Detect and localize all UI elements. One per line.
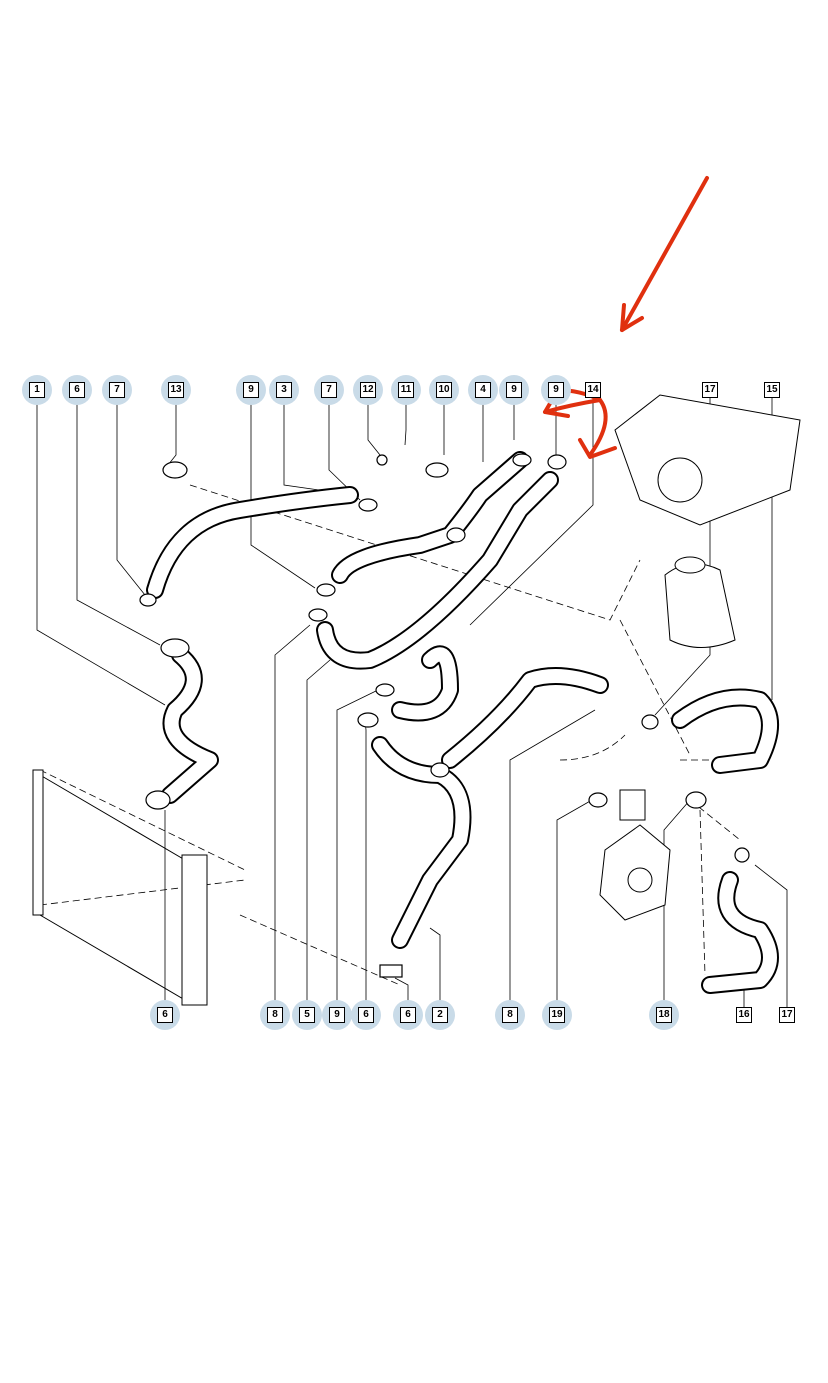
radiator — [32, 769, 208, 1006]
leader-lines — [36, 398, 788, 1008]
callout-label: 7 — [109, 382, 125, 398]
callout-label: 9 — [243, 382, 259, 398]
callout-label: 2 — [432, 1007, 448, 1023]
callout-label: 15 — [764, 382, 780, 398]
callout-label: 10 — [436, 382, 452, 398]
callout-label: 17 — [779, 1007, 795, 1023]
callout-label: 9 — [548, 382, 564, 398]
pump-unit — [599, 789, 671, 921]
callout-label: 14 — [585, 382, 601, 398]
expansion-tank — [664, 556, 736, 648]
callout-label: 4 — [475, 382, 491, 398]
callout-label: 12 — [360, 382, 376, 398]
callout-label: 7 — [321, 382, 337, 398]
callout-label: 11 — [398, 382, 414, 398]
callout-label: 8 — [502, 1007, 518, 1023]
callout-label: 17 — [702, 382, 718, 398]
callout-label: 9 — [506, 382, 522, 398]
callout-label: 6 — [358, 1007, 374, 1023]
callout-label: 5 — [299, 1007, 315, 1023]
callout-label: 6 — [400, 1007, 416, 1023]
hoses — [146, 451, 779, 994]
callout-label: 6 — [69, 382, 85, 398]
callout-label: 1 — [29, 382, 45, 398]
callout-label: 3 — [276, 382, 292, 398]
dashed-guides — [39, 484, 741, 986]
callout-label: 16 — [736, 1007, 752, 1023]
engine-block — [614, 394, 801, 526]
callout-label: 18 — [656, 1007, 672, 1023]
clamps — [139, 453, 750, 978]
callout-label: 6 — [157, 1007, 173, 1023]
callout-label: 13 — [168, 382, 184, 398]
callout-label: 8 — [267, 1007, 283, 1023]
callout-label: 19 — [549, 1007, 565, 1023]
callout-label: 9 — [329, 1007, 345, 1023]
